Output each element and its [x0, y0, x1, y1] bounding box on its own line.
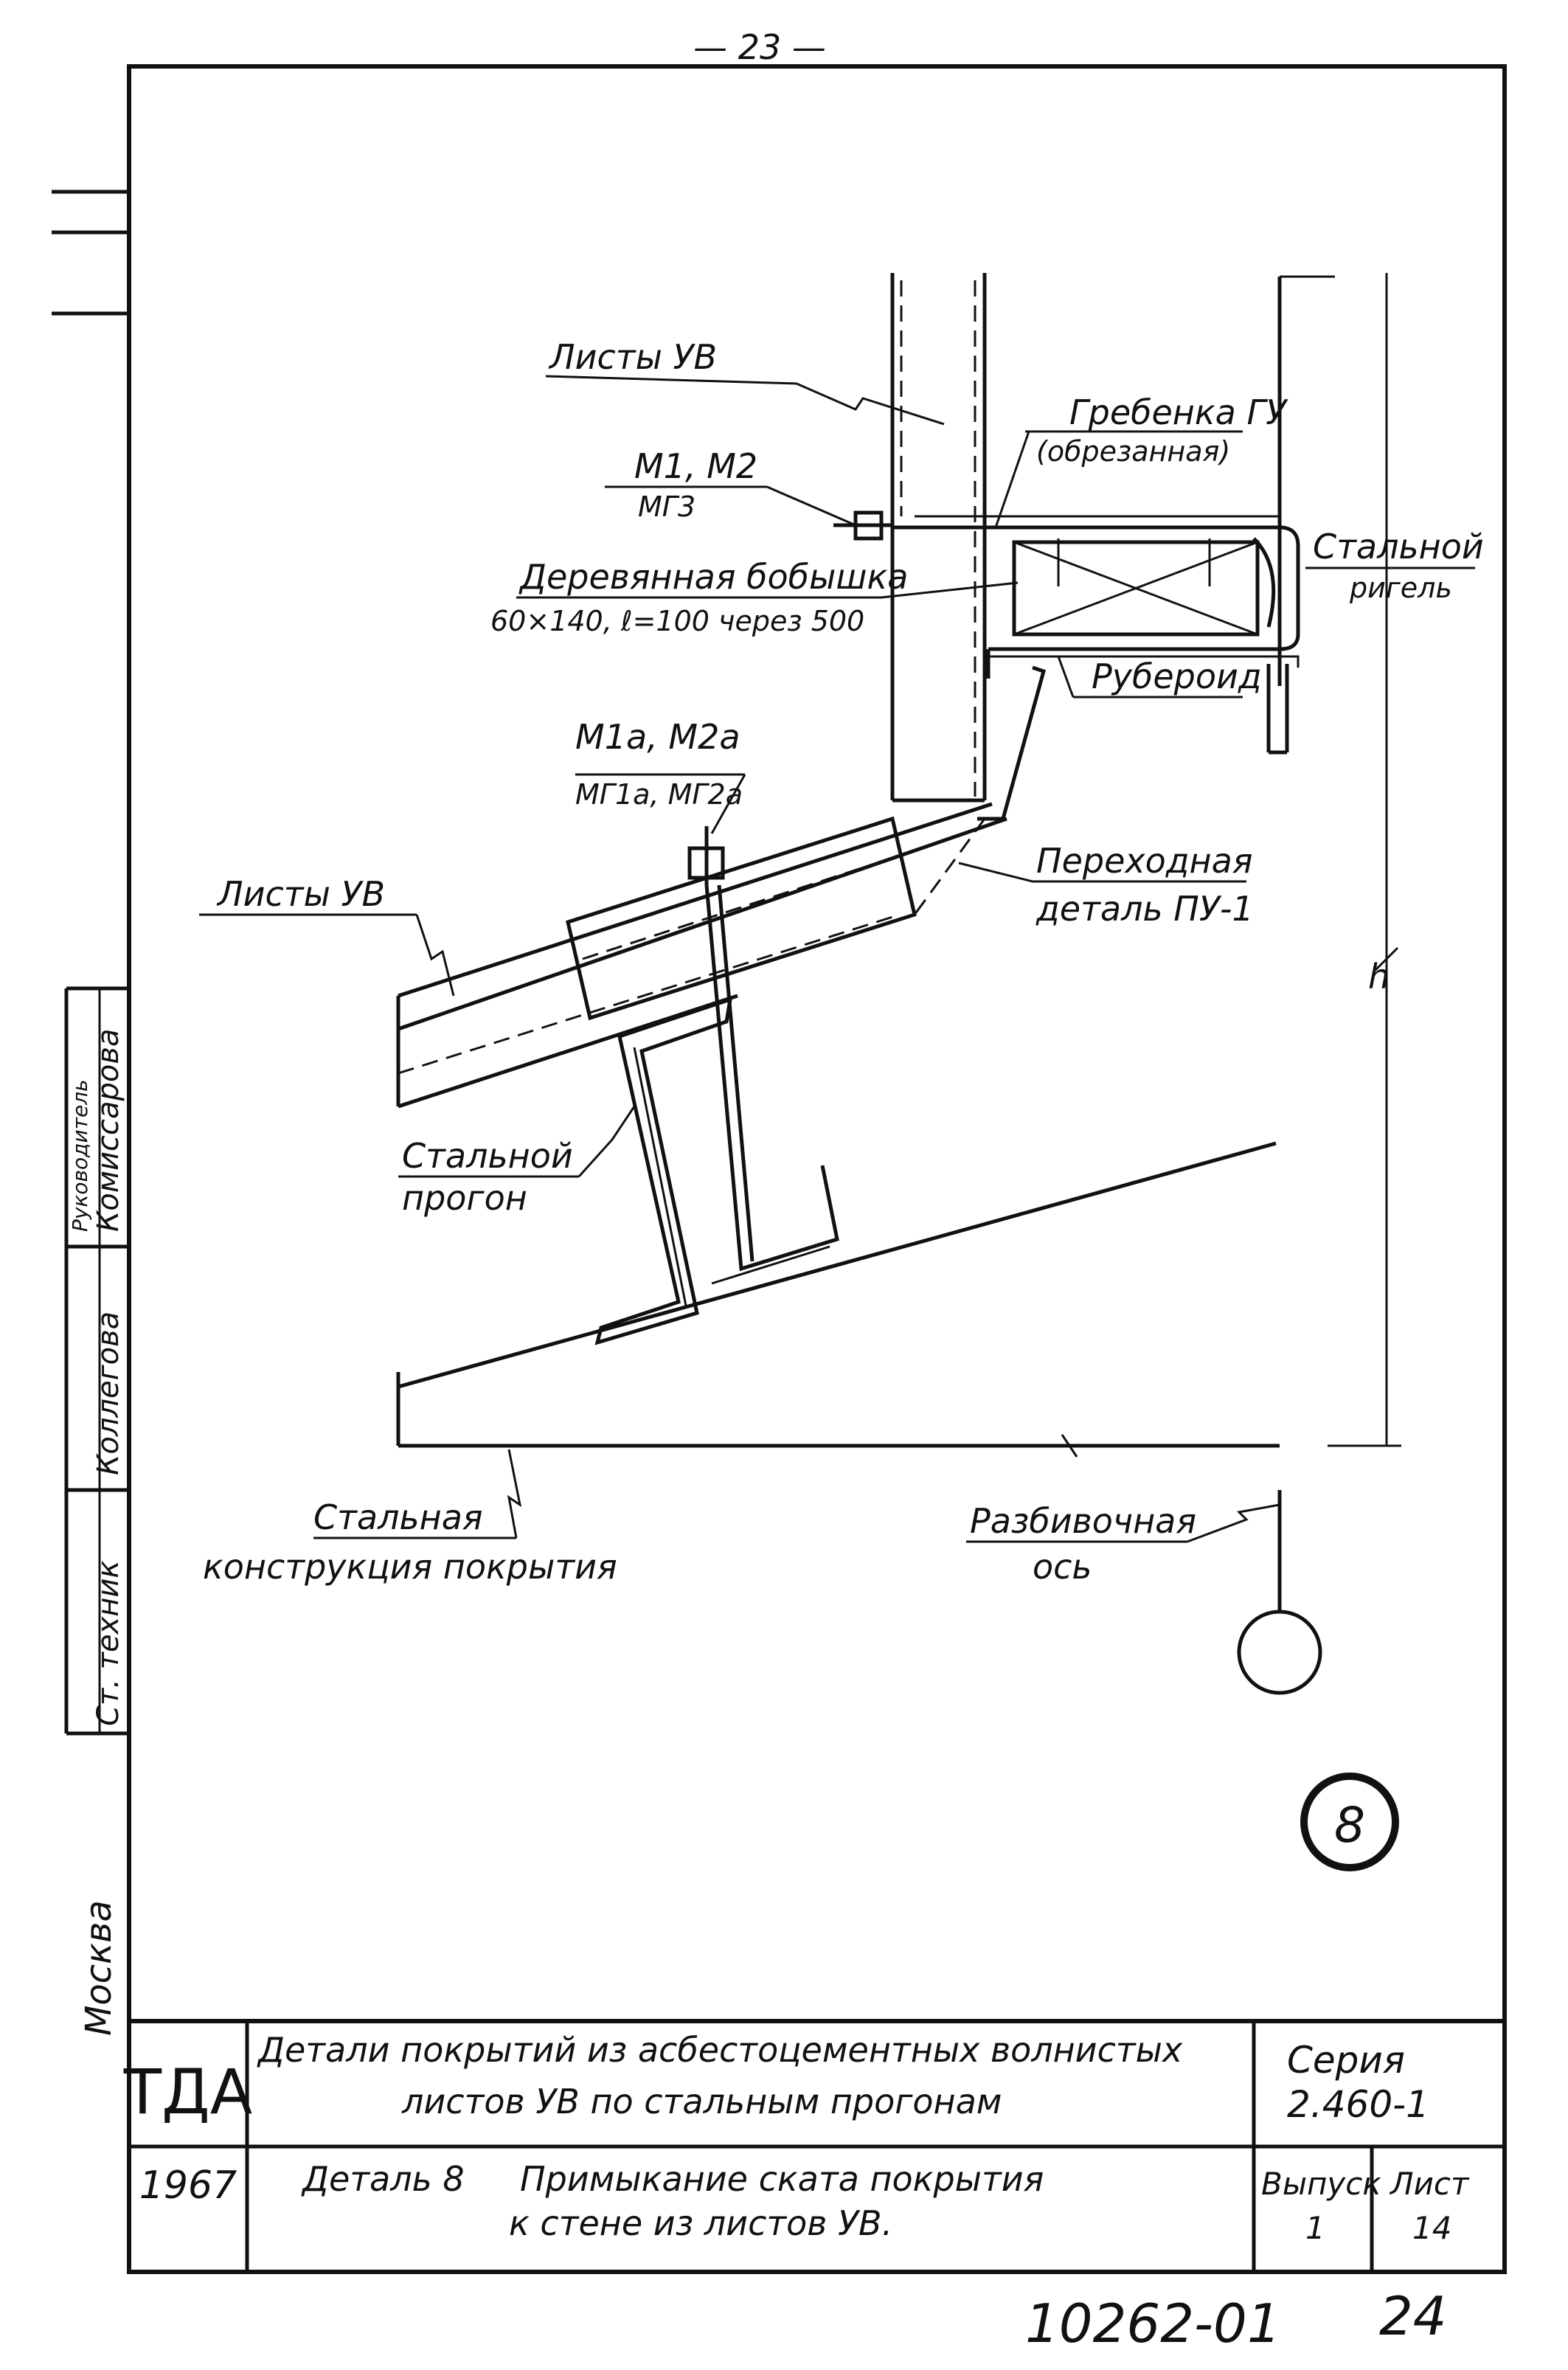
side-name-1: Коллегова [91, 1312, 125, 1475]
label-fasteners-top-1: М1, М2 [634, 446, 757, 486]
roof-structure [396, 1141, 1277, 1446]
transition-piece [913, 665, 1047, 915]
label-sheets-left: Листы УВ [216, 874, 385, 914]
tb-org: ТДА [123, 2056, 252, 2128]
label-fasteners-mid-2: МГ1а, МГ2а [575, 778, 743, 811]
hook-bolt [704, 884, 839, 1285]
leader-lines [199, 375, 1475, 1543]
side-role-2: Руководитель [68, 1079, 92, 1232]
roof-sheets [396, 802, 1007, 1109]
label-dimension-h: h [1368, 957, 1390, 997]
label-transition-2: деталь ПУ-1 [1035, 889, 1254, 929]
binder-marks [52, 190, 129, 316]
detail-number: 8 [1334, 1797, 1365, 1854]
label-roofing-felt: Рубероид [1092, 656, 1262, 696]
side-stamp: Комиссарова Руководитель Коллегова Ст. т… [64, 986, 129, 2036]
tb-title-line1: Детали покрытий из асбестоцементных волн… [257, 2030, 1183, 2070]
footer-page: 24 [1379, 2285, 1447, 2347]
label-roof-structure-2: конструкция покрытия [203, 1547, 617, 1587]
detail-drawing: 8 Листы [199, 273, 1484, 1871]
tb-issue-value: 1 [1305, 2210, 1325, 2246]
tb-detail-line1: Примыкание ската покрытия [520, 2159, 1044, 2199]
tb-issue-label: Выпуск [1261, 2166, 1381, 2202]
label-comb-1: Гребенка ГУ [1069, 392, 1288, 432]
page-number: — 23 — [693, 27, 826, 67]
channel-with-wood-block [892, 515, 1300, 797]
label-purlin-1: Стальной [402, 1136, 573, 1176]
label-steel-beam-1: Стальной [1313, 527, 1484, 566]
label-wood-block-2: 60×140, ℓ=100 через 500 [490, 605, 864, 637]
label-axis-1: Разбивочная [970, 1501, 1196, 1541]
tb-title-line2: листов УВ по стальным прогонам [401, 2082, 1002, 2121]
steel-rigel [1266, 275, 1335, 755]
drawing-frame [127, 64, 1507, 2274]
side-name-2: Комиссарова [91, 1029, 125, 1233]
label-fasteners-mid-1: М1а, М2а [575, 717, 740, 757]
axis-marker [1237, 1490, 1322, 1695]
label-transition-1: Переходная [1036, 841, 1253, 881]
bolt-middle [687, 826, 725, 885]
label-wood-block-1: Деревянная бобышка [518, 557, 908, 597]
dimension-h [1328, 273, 1401, 1447]
bolt-top [833, 510, 892, 541]
tb-sheet-label: Лист [1389, 2166, 1470, 2202]
tb-detail-line2: к стене из листов УВ. [509, 2203, 892, 2243]
tb-series-value: 2.460-1 [1287, 2083, 1429, 2126]
title-block: ТДА 1967 Детали покрытий из асбестоцемен… [123, 2019, 1505, 2272]
label-purlin-2: прогон [402, 1178, 527, 1218]
side-role-1: Ст. техник [91, 1560, 125, 1726]
label-comb-2: (обрезанная) [1036, 435, 1230, 468]
tb-sheet-value: 14 [1412, 2210, 1451, 2246]
side-city: Москва [78, 1900, 119, 2036]
tb-series-label: Серия [1287, 2039, 1405, 2082]
steel-purlin [594, 997, 733, 1345]
wall-sheets [890, 273, 987, 803]
label-roof-structure-1: Стальная [313, 1497, 483, 1537]
tb-year: 1967 [139, 2163, 237, 2208]
tb-detail-label: Деталь 8 [301, 2159, 465, 2199]
label-axis-2: ось [1033, 1547, 1092, 1587]
label-fasteners-top-2: МГ3 [638, 491, 695, 523]
label-steel-beam-2: ригель [1349, 572, 1452, 604]
detail-number-circle: 8 [1300, 1773, 1399, 1871]
label-sheets-top: Листы УВ [548, 337, 717, 377]
footer-doc-number: 10262-01 [1025, 2293, 1281, 2355]
